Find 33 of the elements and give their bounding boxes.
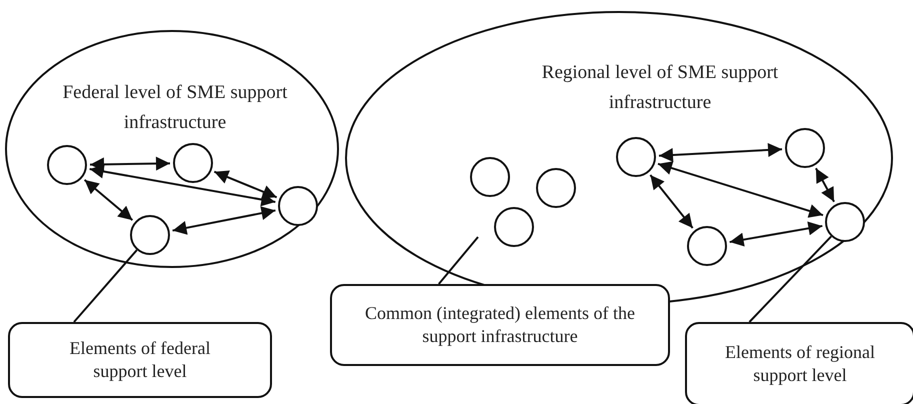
leader-line — [438, 236, 479, 285]
callout-text: Elements of regional support level — [724, 341, 876, 387]
double-arrow — [89, 164, 276, 206]
level-ellipse — [5, 30, 339, 268]
leader-line — [748, 236, 832, 323]
double-arrow — [658, 161, 824, 218]
element-circle — [47, 145, 87, 185]
callout-box — [330, 284, 670, 366]
element-circle — [173, 143, 213, 183]
element-circle — [494, 207, 534, 247]
double-arrow — [172, 206, 276, 235]
level-title: Regional level of SME support infrastructure — [540, 61, 780, 115]
element-circle — [536, 168, 576, 208]
callout-box — [685, 322, 913, 404]
element-circle — [130, 215, 170, 255]
callout-text: Common (integrated) elements of the support infrastructure — [364, 302, 636, 348]
element-circle — [687, 226, 727, 266]
element-circle — [785, 128, 825, 168]
element-circle — [278, 186, 318, 226]
double-arrow — [729, 221, 823, 247]
callout-text: Elements of federal support level — [68, 337, 212, 383]
level-title: Federal level of SME support infrastructure — [62, 81, 288, 135]
element-circle — [825, 202, 865, 242]
double-arrow — [815, 168, 835, 202]
double-arrow — [650, 174, 694, 229]
element-circle — [616, 137, 656, 177]
double-arrow — [658, 142, 782, 162]
double-arrow — [214, 170, 278, 198]
double-arrow — [84, 179, 134, 221]
leader-line — [73, 249, 138, 323]
callout-box — [8, 322, 272, 398]
double-arrow — [90, 156, 170, 172]
element-circle — [470, 157, 510, 197]
